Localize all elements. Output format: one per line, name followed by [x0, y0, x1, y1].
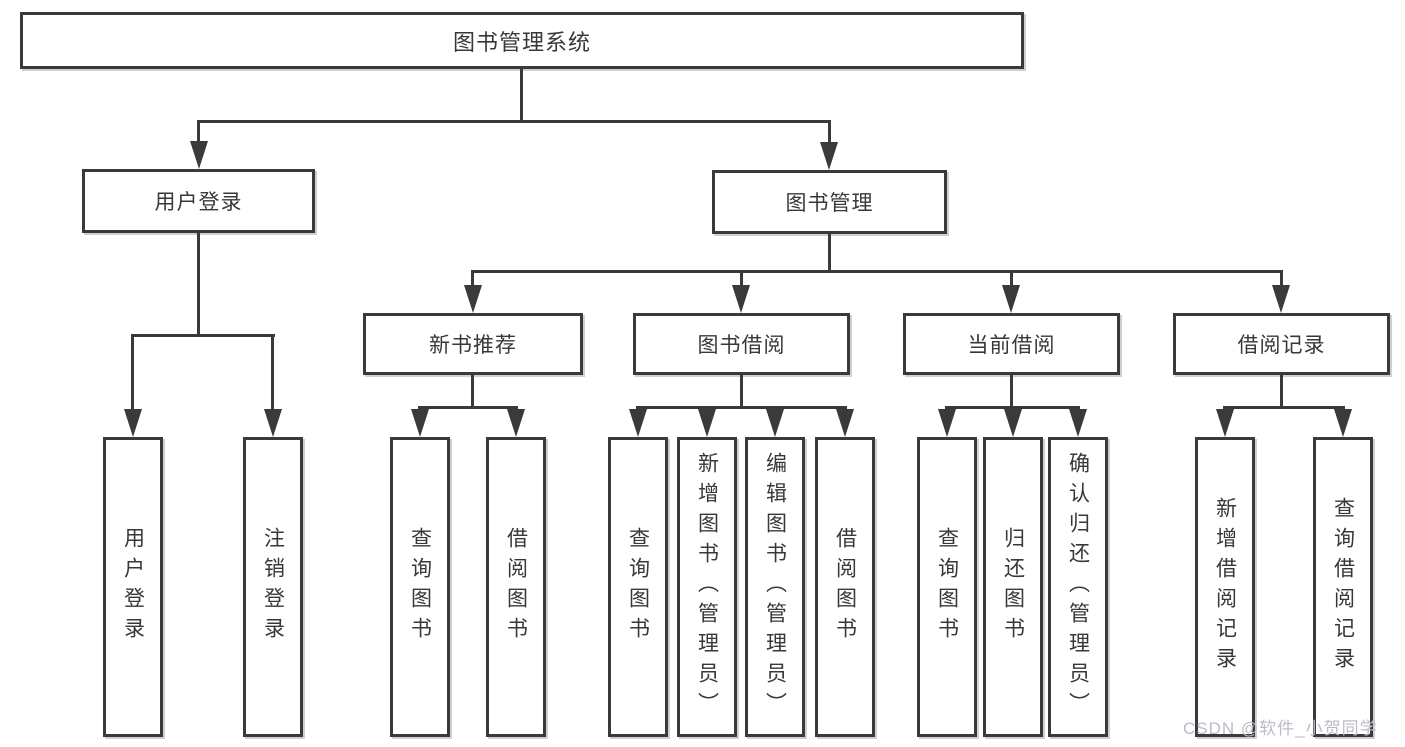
arrowhead [1004, 409, 1022, 437]
connector-stem [131, 334, 134, 412]
node-book-borrowing: 图书借阅 [633, 313, 850, 375]
arrowhead [629, 409, 647, 437]
connector-userlogin-hline [131, 334, 275, 337]
connector-stem [828, 120, 831, 145]
arrowhead [1272, 285, 1290, 313]
leaf-query-borrow-record-label: 查询借阅记录 [1331, 497, 1355, 677]
arrowhead [411, 409, 429, 437]
leaf-query-books-recommend-label: 查询图书 [408, 527, 432, 647]
leaf-confirm-return-admin-label: 确认归还（管理员） [1066, 452, 1090, 722]
connector-stem [471, 270, 474, 288]
arrowhead [836, 409, 854, 437]
leaf-logout: 注销登录 [243, 437, 303, 737]
arrowhead [732, 285, 750, 313]
leaf-borrow-books-recommend-label: 借阅图书 [504, 527, 528, 647]
leaf-query-books-current: 查询图书 [917, 437, 977, 737]
leaf-confirm-return-admin: 确认归还（管理员） [1048, 437, 1108, 737]
node-user-login-branch-label: 用户登录 [154, 191, 243, 214]
leaf-add-book-admin: 新增图书（管理员） [677, 437, 737, 737]
leaf-edit-book-admin: 编辑图书（管理员） [745, 437, 805, 737]
node-new-book-recommend-label: 新书推荐 [429, 334, 517, 357]
connector-root-hline [197, 120, 831, 123]
connector-stem [1010, 270, 1013, 288]
leaf-return-books: 归还图书 [983, 437, 1043, 737]
connector-hline [636, 406, 847, 409]
arrowhead [1216, 409, 1234, 437]
leaf-query-borrow-record: 查询借阅记录 [1313, 437, 1373, 737]
leaf-return-books-label: 归还图书 [1001, 527, 1025, 647]
leaf-add-book-admin-label: 新增图书（管理员） [695, 452, 719, 722]
arrowhead [464, 285, 482, 313]
leaf-query-books-recommend: 查询图书 [390, 437, 450, 737]
leaf-add-borrow-record: 新增借阅记录 [1195, 437, 1255, 737]
connector-stem [197, 120, 200, 145]
connector-userlogin-vline [197, 233, 200, 336]
node-current-borrowing: 当前借阅 [903, 313, 1120, 375]
node-borrowing-records-label: 借阅记录 [1237, 334, 1326, 357]
node-new-book-recommend: 新书推荐 [363, 313, 583, 375]
connector-stem [740, 270, 743, 288]
arrowhead [264, 409, 282, 437]
node-current-borrowing-label: 当前借阅 [967, 334, 1056, 357]
arrowhead [698, 409, 716, 437]
leaf-query-books-borrowing-label: 查询图书 [626, 527, 650, 647]
arrowhead [190, 141, 208, 169]
node-user-login-branch: 用户登录 [82, 169, 315, 233]
leaf-logout-label: 注销登录 [261, 527, 285, 647]
arrowhead [1002, 285, 1020, 313]
connector-bookmgmt-vline [828, 234, 831, 272]
connector-stem [1280, 270, 1283, 288]
node-library-system-label: 图书管理系统 [452, 29, 591, 55]
leaf-borrow-books: 借阅图书 [815, 437, 875, 737]
connector-hline [1223, 406, 1345, 409]
node-book-management: 图书管理 [712, 170, 947, 234]
connector-vline [1280, 375, 1283, 408]
arrowhead [1069, 409, 1087, 437]
leaf-user-login: 用户登录 [103, 437, 163, 737]
arrowhead [938, 409, 956, 437]
arrowhead [1334, 409, 1352, 437]
leaf-user-login-label: 用户登录 [121, 527, 145, 647]
node-borrowing-records: 借阅记录 [1173, 313, 1390, 375]
node-library-system: 图书管理系统 [20, 12, 1024, 69]
arrowhead [820, 142, 838, 170]
connector-vline [471, 375, 474, 408]
leaf-edit-book-admin-label: 编辑图书（管理员） [763, 452, 787, 722]
csdn-watermark: CSDN @软件_小贺同学 [1183, 719, 1378, 738]
leaf-borrow-books-recommend: 借阅图书 [486, 437, 546, 737]
connector-hline [418, 406, 518, 409]
connector-bookmgmt-hline [471, 270, 1283, 273]
leaf-borrow-books-label: 借阅图书 [833, 527, 857, 647]
connector-root-vline [520, 69, 523, 121]
connector-stem [271, 334, 274, 412]
leaf-query-books-borrowing: 查询图书 [608, 437, 668, 737]
node-book-management-label: 图书管理 [785, 192, 874, 215]
connector-vline [740, 375, 743, 408]
connector-vline [1010, 375, 1013, 408]
leaf-query-books-current-label: 查询图书 [935, 527, 959, 647]
arrowhead [766, 409, 784, 437]
arrowhead [124, 409, 142, 437]
leaf-add-borrow-record-label: 新增借阅记录 [1213, 497, 1237, 677]
arrowhead [507, 409, 525, 437]
node-book-borrowing-label: 图书借阅 [697, 334, 786, 357]
